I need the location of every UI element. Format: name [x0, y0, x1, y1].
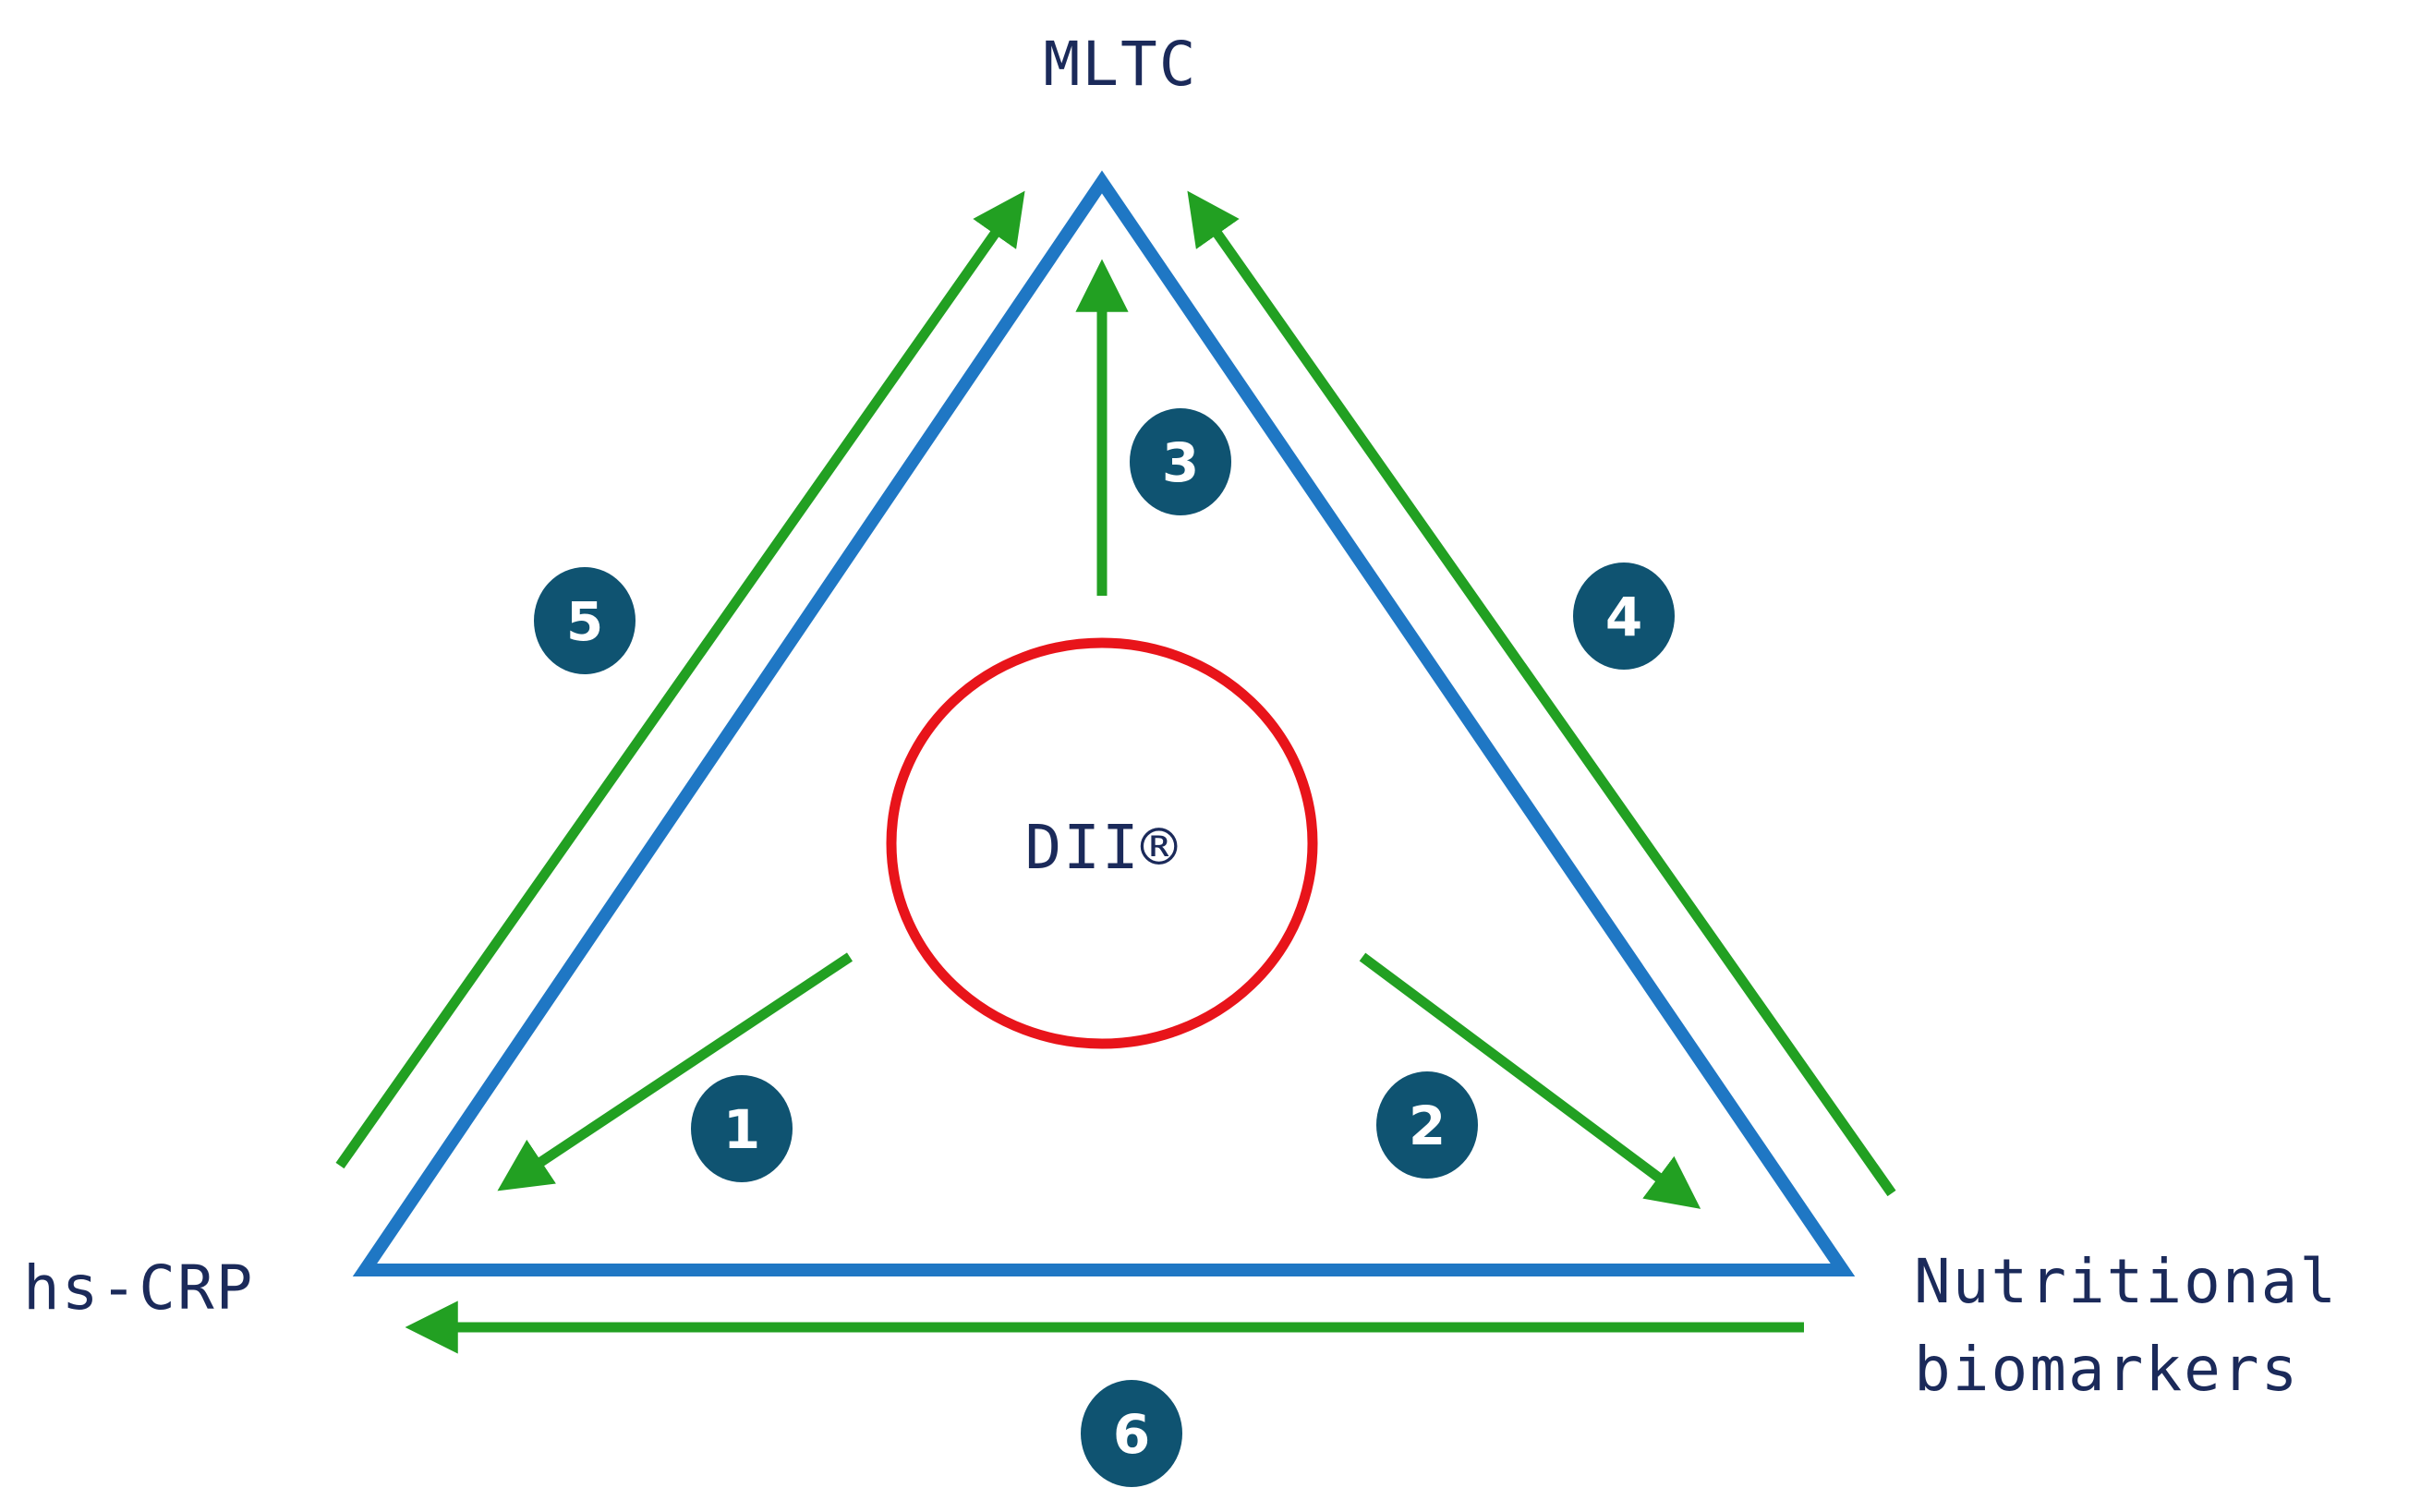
- badge-3-text: 3: [1162, 431, 1199, 494]
- badge-1-circle: [691, 1075, 793, 1182]
- arrow-5-hscrp-to-mltc: [335, 190, 1025, 1169]
- label-biomarkers: biomarkers: [1914, 1334, 2299, 1405]
- badge-3-circle: [1130, 408, 1231, 515]
- label-hscrp: hs-CRP: [23, 1252, 254, 1324]
- badge-6-text: 6: [1113, 1403, 1150, 1466]
- badge-4: 4: [1573, 562, 1675, 670]
- dii-circle: [886, 637, 1318, 1049]
- arrow-2-dii-to-nutritional: [1359, 952, 1701, 1209]
- arrow-4-nutritional-to-mltc: [1187, 190, 1896, 1197]
- arrow-1-dii-to-hscrp: [497, 952, 853, 1191]
- badge-1-text: 1: [723, 1098, 760, 1161]
- label-nutritional: Nutritional: [1914, 1246, 2338, 1317]
- badge-2-circle: [1376, 1071, 1478, 1179]
- label-mltc: MLTC: [1044, 29, 1198, 100]
- badge-5-text: 5: [566, 590, 603, 653]
- badge-3: 3: [1130, 408, 1231, 515]
- badge-2: 2: [1376, 1071, 1478, 1179]
- badge-5: 5: [534, 567, 636, 674]
- arrows: [335, 190, 1896, 1354]
- badge-4-text: 4: [1605, 586, 1642, 648]
- badge-6-circle: [1081, 1380, 1182, 1487]
- badge-2-text: 2: [1409, 1095, 1446, 1157]
- badge-1: 1: [691, 1075, 793, 1182]
- triangle-outline: [352, 170, 1856, 1276]
- badge-4-circle: [1573, 562, 1675, 670]
- label-dii: DII®: [1025, 812, 1180, 883]
- badge-5-circle: [534, 567, 636, 674]
- badge-6: 6: [1081, 1380, 1182, 1487]
